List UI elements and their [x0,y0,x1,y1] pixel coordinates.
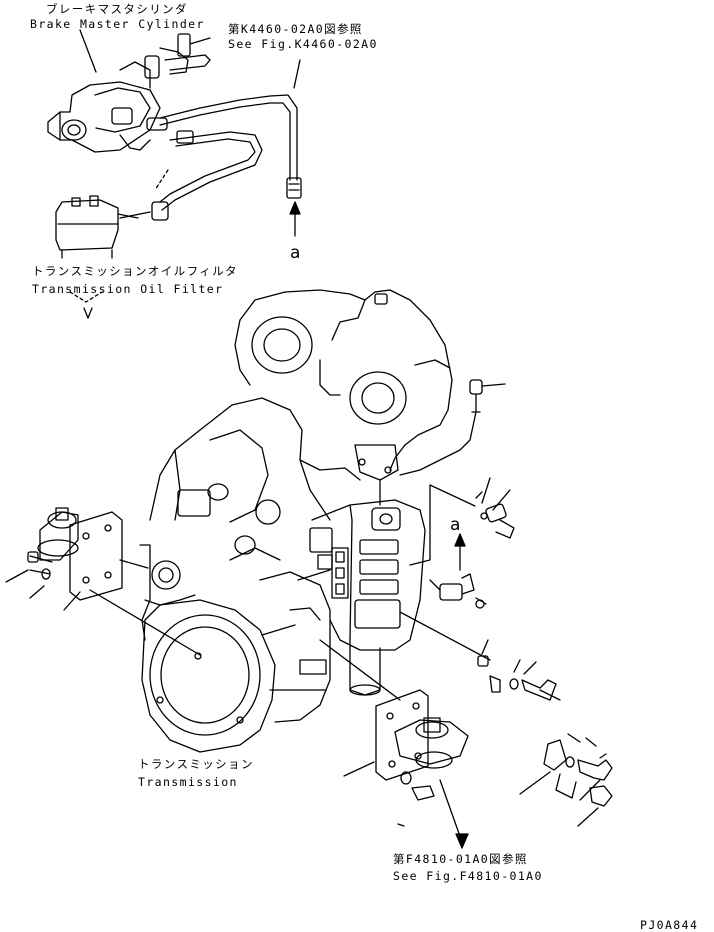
projection-lines [400,485,490,660]
elbow-fitting-lower [430,574,486,608]
transmission-main-housing [140,398,360,752]
brake-master-cylinder-label-jp: ブレーキマスタシリンダ [46,2,188,16]
transmission-label-en: Transmission [138,775,238,789]
drawing-code: PJ0A844 [640,918,699,932]
marker-a-top: a [290,243,301,263]
brake-master-cylinder [48,34,210,152]
transmission-oil-filter [56,196,138,318]
reference-top-jp: 第K4460-02A0図参照 [228,22,363,36]
leader-ref-top [294,60,300,88]
transmission-upper-housing [235,290,452,470]
arrow-a-valve [455,534,465,570]
reference-top-en: See Fig.K4460-02A0 [228,37,378,51]
oil-filter-label-en: Transmission Oil Filter [32,282,224,296]
elbow-fitting-upper [476,478,514,538]
arrow-a-top [290,202,300,236]
tube-fitting-a [287,178,301,198]
left-mount-assembly [6,508,200,655]
leader-brake-cylinder [80,30,96,72]
marker-a-valve: a [450,515,461,535]
reference-bottom-jp: 第F4810-01A0図参照 [393,852,528,866]
brake-tubes [120,95,297,220]
reference-bottom-en: See Fig.F4810-01A0 [393,869,543,883]
bottom-mount-assembly [262,625,468,848]
transmission-label-jp: トランスミッション [138,757,254,771]
fastener-group-right [478,640,612,826]
temperature-sensor [400,380,505,475]
oil-filter-label-jp: トランスミッションオイルフィルタ [32,264,238,278]
control-valve [298,445,425,695]
brake-master-cylinder-label-en: Brake Master Cylinder [30,17,205,31]
